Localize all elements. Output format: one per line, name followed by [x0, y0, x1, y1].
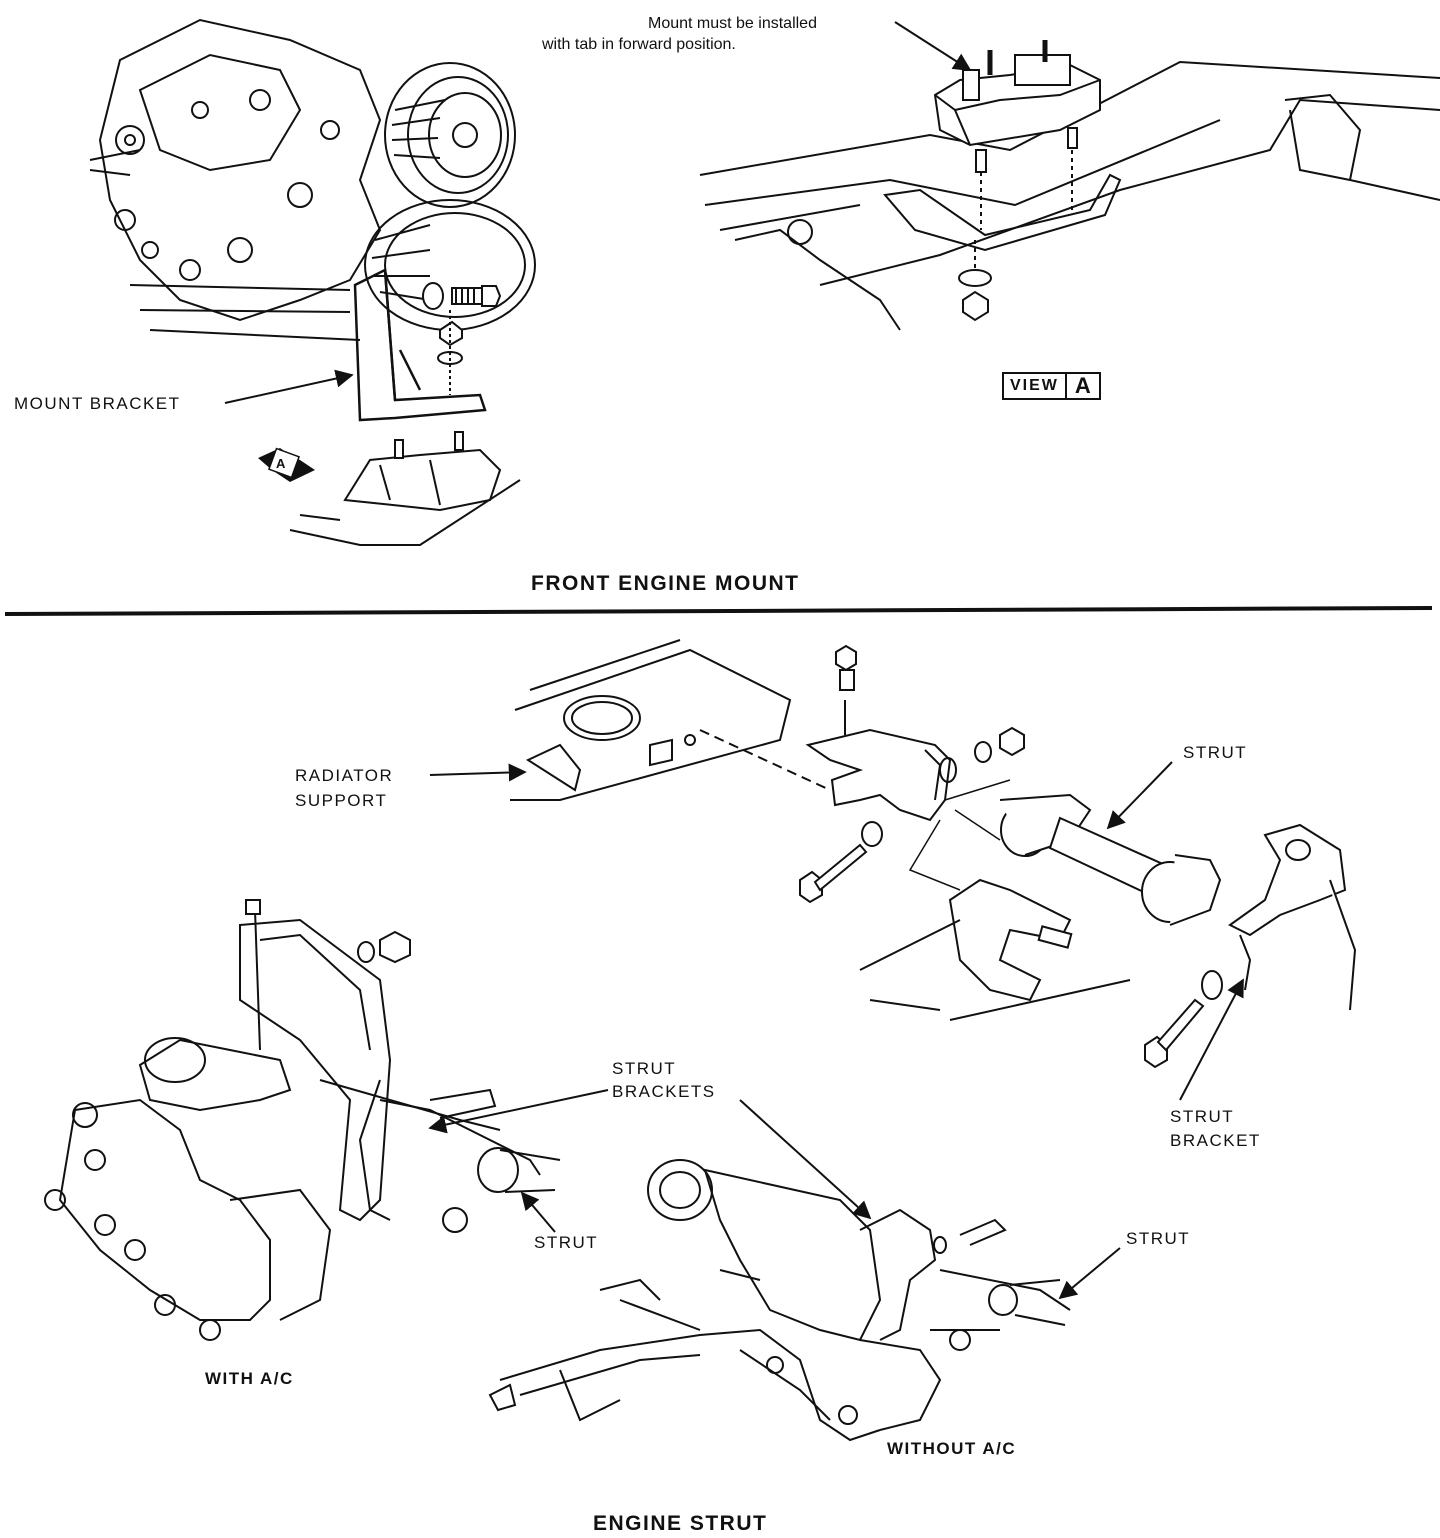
strut-top-leader: [1106, 761, 1173, 830]
strut-brackets-leader-right: [739, 1099, 872, 1220]
strut-left-label: STRUT: [534, 1233, 599, 1252]
mount-note-leader: [894, 21, 972, 71]
mount-note-line1: Mount must be installed: [648, 15, 817, 32]
strut-top-label: STRUT: [1183, 743, 1248, 762]
strut-right-leader: [1058, 1247, 1121, 1300]
radiator-support-label-line1: RADIATOR: [295, 766, 394, 785]
strut-left-leader: [520, 1191, 556, 1233]
view-a-tag: VIEW A: [1002, 372, 1101, 400]
bracket-bolt: [422, 282, 502, 395]
strut-brackets-label-line2: BRACKETS: [612, 1082, 716, 1101]
strut-bracket-label-line2: BRACKET: [1170, 1131, 1261, 1150]
strut-brackets-leader-left: [428, 1089, 609, 1134]
without-ac-label: WITHOUT A/C: [887, 1439, 1017, 1458]
with-ac-engine-illustration: [44, 899, 561, 1341]
section-divider: [4, 606, 1433, 616]
strut-bracket-leader: [1179, 978, 1244, 1101]
mount-bracket-label: MOUNT BRACKET: [14, 394, 181, 413]
radiator-support-illustration: [510, 639, 831, 801]
mount-bracket-illustration: [353, 268, 487, 422]
engine-front-illustration: [89, 18, 536, 341]
without-ac-engine-illustration: [488, 1159, 1071, 1442]
view-a-illustration: [699, 40, 1440, 331]
upper-pulley: [384, 62, 516, 208]
with-ac-label: WITH A/C: [205, 1369, 294, 1388]
strut-bracket-label-line1: STRUT: [1170, 1107, 1235, 1126]
mount-bracket-leader: [224, 369, 354, 404]
strut-brackets-label-line1: STRUT: [612, 1059, 677, 1078]
engine-strut-title: ENGINE STRUT: [593, 1512, 768, 1535]
view-word: VIEW: [1002, 372, 1067, 400]
view-a-indicator: [258, 447, 315, 482]
strut-right-label: STRUT: [1126, 1229, 1191, 1248]
view-letter: A: [1066, 372, 1101, 400]
radiator-support-label-line2: SUPPORT: [295, 791, 388, 810]
front-engine-mount-title: FRONT ENGINE MOUNT: [531, 572, 800, 595]
strut-bracket-front: [805, 700, 957, 822]
strut-hardware: [799, 644, 1357, 1069]
mount-note-line2: with tab in forward position.: [542, 36, 736, 53]
strut-assembly-lines: [908, 779, 1011, 891]
lower-engine-mount: [289, 431, 521, 546]
radiator-support-leader: [429, 763, 527, 782]
view-arrow-letter: A: [276, 456, 287, 471]
